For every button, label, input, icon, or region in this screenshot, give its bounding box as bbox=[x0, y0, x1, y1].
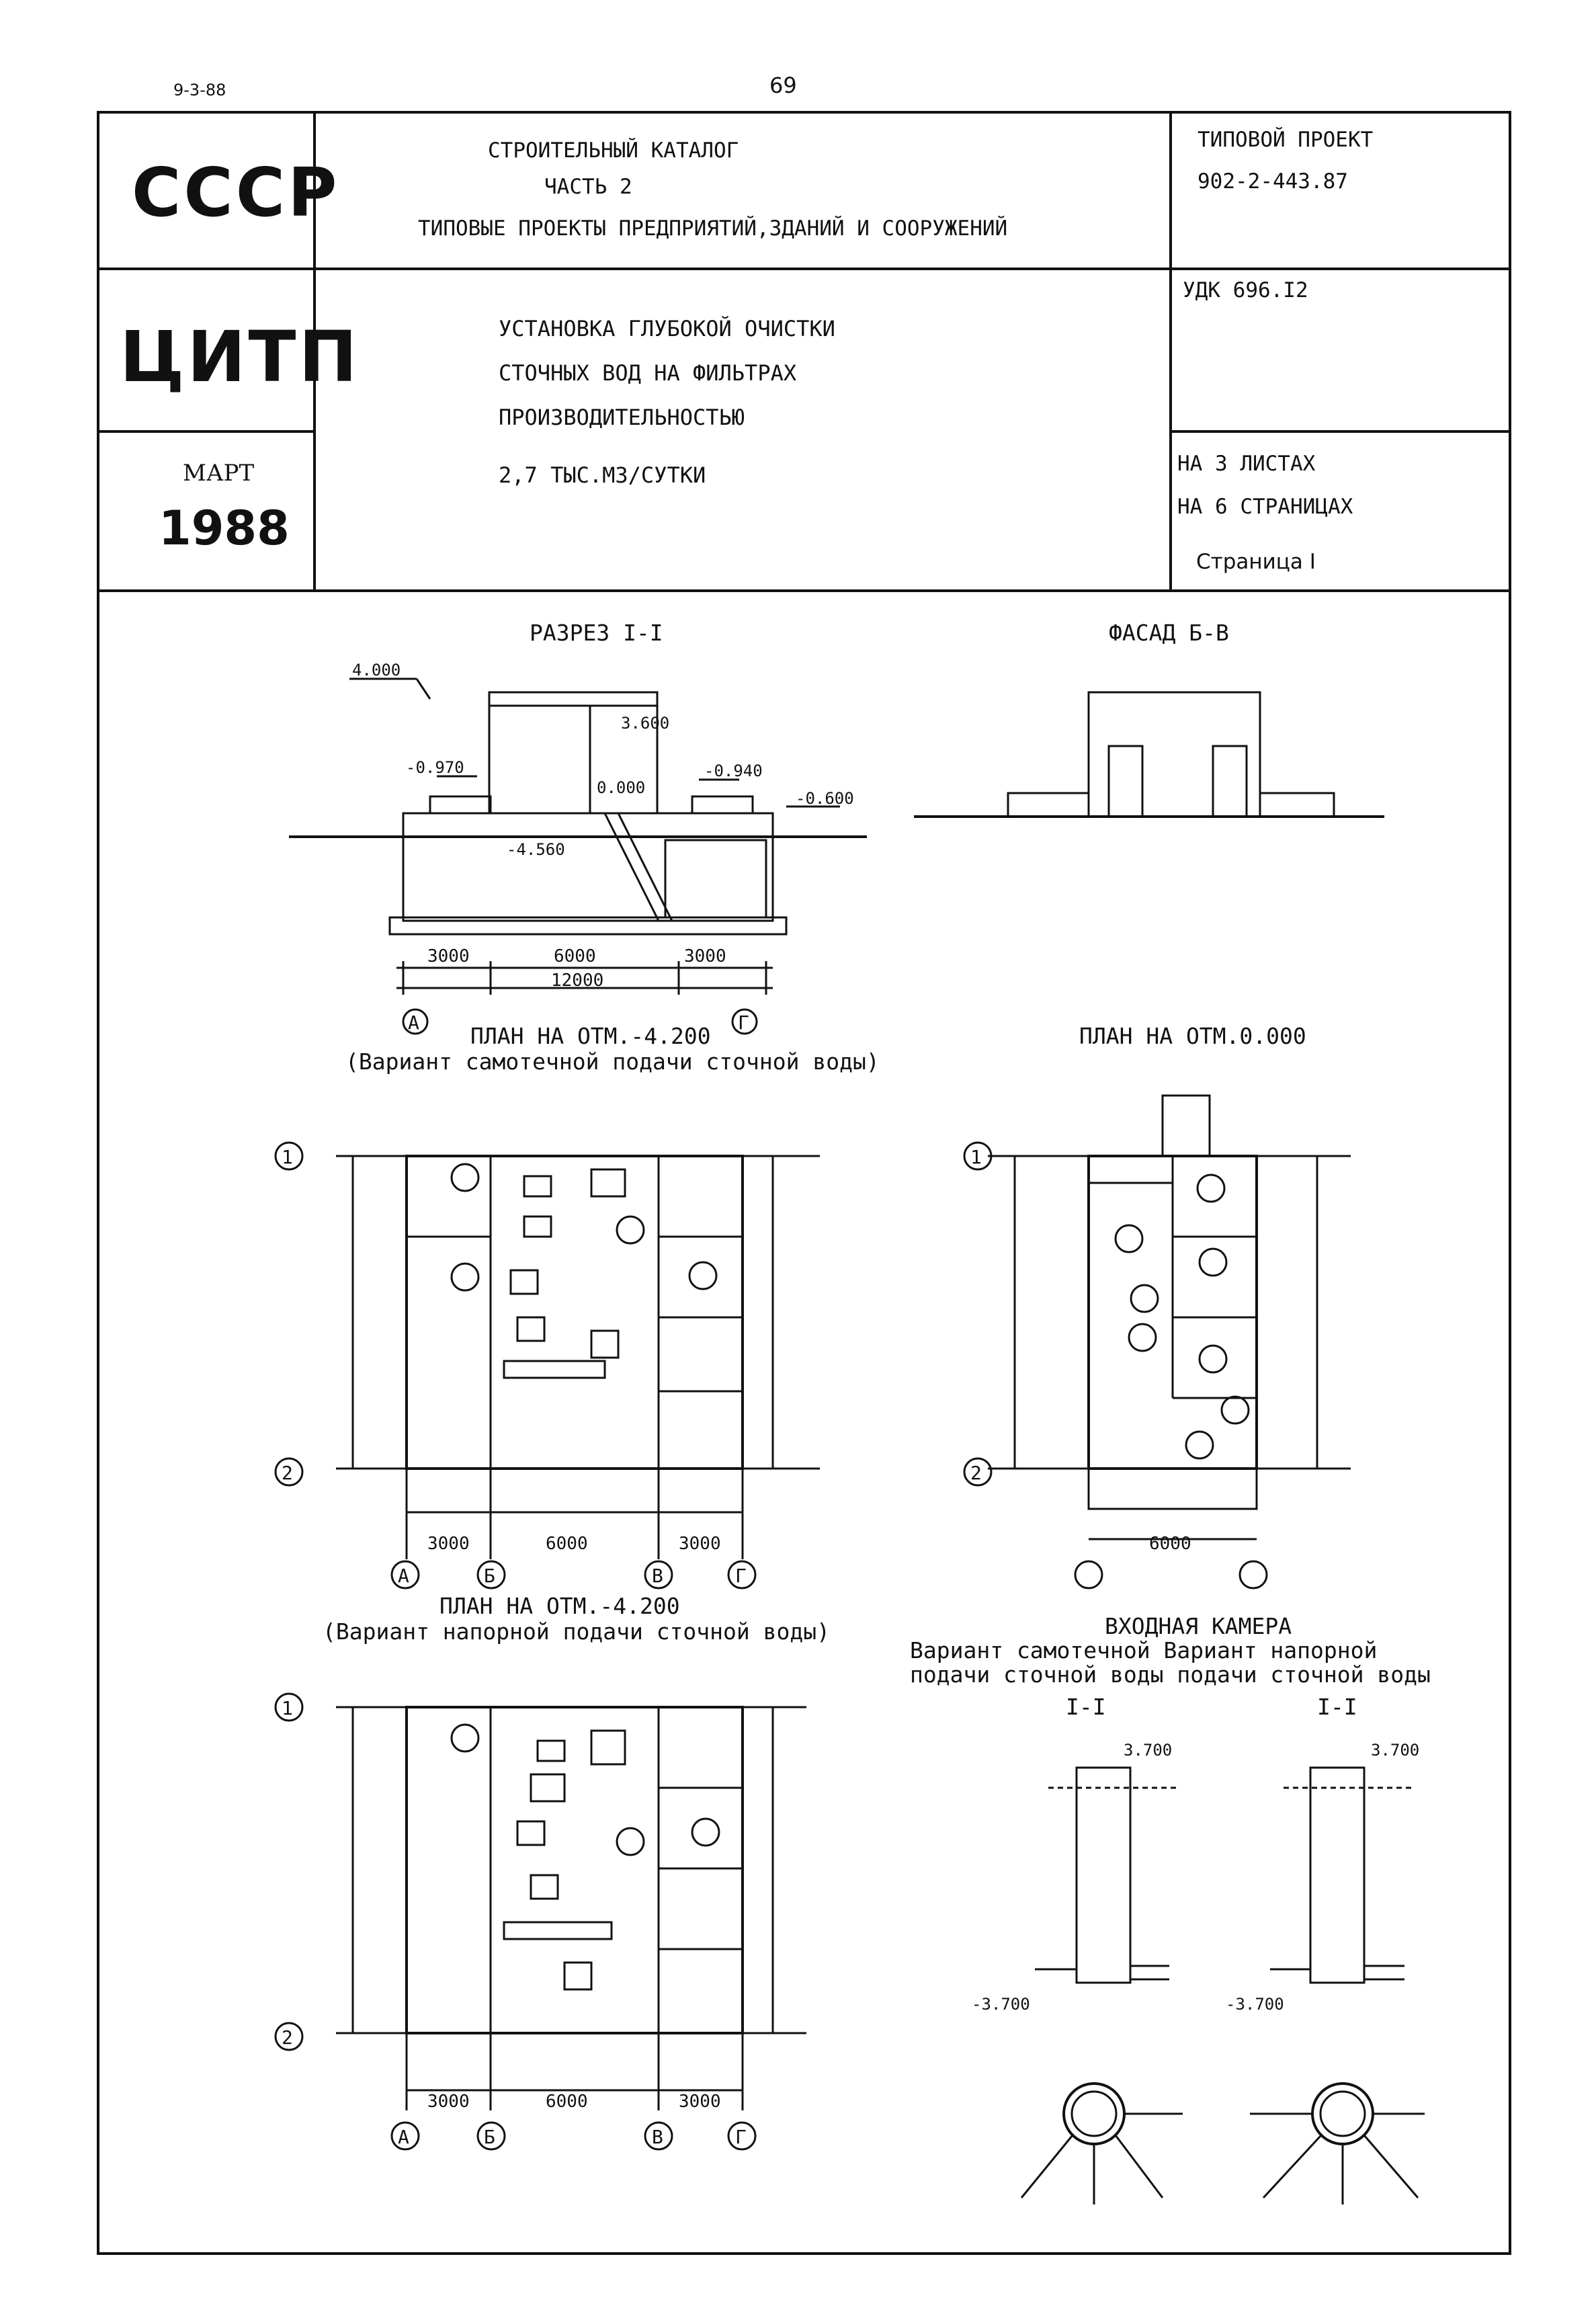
svg-text:6000: 6000 bbox=[546, 2092, 588, 2112]
project-label: ТИПОВОЙ ПРОЕКТ bbox=[1198, 128, 1374, 152]
facade-title: ФАСАД Б-В bbox=[1109, 620, 1229, 646]
svg-text:0.000: 0.000 bbox=[597, 778, 645, 797]
project-number: 902-2-443.87 bbox=[1198, 169, 1348, 194]
issue-year: 1988 bbox=[159, 501, 290, 556]
svg-text:2: 2 bbox=[282, 2026, 293, 2049]
svg-text:1: 1 bbox=[282, 1697, 293, 1719]
plan2-title: ПЛАН НА ОТМ.0.000 bbox=[1079, 1023, 1306, 1049]
svg-text:3.700: 3.700 bbox=[1371, 1741, 1419, 1760]
catalog-line-3: ТИПОВЫЕ ПРОЕКТЫ ПРЕДПРИЯТИЙ,ЗДАНИЙ И СОО… bbox=[418, 216, 1008, 241]
svg-text:3000: 3000 bbox=[427, 2092, 470, 2112]
svg-text:3.700: 3.700 bbox=[1124, 1741, 1172, 1760]
chamber-title: ВХОДНАЯ КАМЕРА bbox=[1105, 1613, 1292, 1639]
plan1-title: ПЛАН НА ОТМ.-4.200 bbox=[470, 1023, 711, 1049]
org-citp: ЦИТП bbox=[120, 316, 360, 398]
header-divider-right bbox=[1169, 111, 1172, 592]
header-row-line-1 bbox=[97, 267, 1511, 270]
issue-month: МАРТ bbox=[183, 460, 255, 487]
svg-text:1: 1 bbox=[282, 1146, 293, 1168]
svg-text:4.000: 4.000 bbox=[352, 661, 401, 679]
svg-text:6000: 6000 bbox=[1149, 1534, 1191, 1554]
svg-text:А: А bbox=[408, 1012, 419, 1034]
svg-text:3000: 3000 bbox=[427, 946, 470, 966]
svg-text:-0.970: -0.970 bbox=[406, 758, 464, 777]
title-line-4: 2,7 ТЫС.М3/СУТКИ bbox=[499, 462, 706, 488]
svg-text:1: 1 bbox=[970, 1146, 982, 1168]
svg-text:3000: 3000 bbox=[684, 946, 726, 966]
svg-text:-4.560: -4.560 bbox=[507, 840, 565, 859]
svg-text:2: 2 bbox=[970, 1462, 982, 1484]
svg-text:-0.600: -0.600 bbox=[796, 789, 854, 808]
svg-text:-3.700: -3.700 bbox=[1226, 1995, 1284, 2014]
org-ussr: СССР bbox=[132, 153, 340, 232]
svg-text:-3.700: -3.700 bbox=[972, 1995, 1030, 2014]
pages-count: НА 6 СТРАНИЦАХ bbox=[1177, 495, 1353, 519]
catalog-line-1: СТРОИТЕЛЬНЫЙ КАТАЛОГ bbox=[488, 138, 739, 163]
title-line-2: СТОЧНЫХ ВОД НА ФИЛЬТРАХ bbox=[499, 360, 797, 386]
svg-text:А: А bbox=[398, 2126, 409, 2148]
page-number: 69 bbox=[769, 73, 797, 98]
svg-text:3000: 3000 bbox=[679, 2092, 721, 2112]
svg-text:3000: 3000 bbox=[427, 1534, 470, 1554]
svg-text:-0.940: -0.940 bbox=[704, 761, 763, 780]
svg-text:В: В bbox=[652, 1565, 663, 1587]
svg-text:Г: Г bbox=[735, 1565, 747, 1587]
svg-text:6000: 6000 bbox=[546, 1534, 588, 1554]
svg-text:В: В bbox=[652, 2126, 663, 2148]
plan3-subtitle: (Вариант напорной подачи сточной воды) bbox=[323, 1618, 830, 1645]
page-label: Страница I bbox=[1196, 550, 1316, 574]
document-code: 9-3-88 bbox=[173, 81, 226, 99]
svg-text:Б: Б bbox=[484, 1565, 495, 1587]
catalog-line-2: ЧАСТЬ 2 bbox=[544, 175, 632, 199]
plan1-drawing: 1 2 А Б В Г 3000 6000 3000 bbox=[274, 1141, 820, 1590]
outer-frame bbox=[97, 111, 1511, 2255]
svg-text:3000: 3000 bbox=[679, 1534, 721, 1554]
udk-code: УДК 696.I2 bbox=[1183, 278, 1308, 302]
svg-text:А: А bbox=[398, 1565, 409, 1587]
plan3-drawing: 1 2 А Б В Г 3000 6000 3000 bbox=[274, 1692, 806, 2151]
sheets-count: НА 3 ЛИСТАХ bbox=[1177, 452, 1316, 476]
svg-text:3.600: 3.600 bbox=[621, 714, 669, 733]
plan1-subtitle: (Вариант самотечной подачи сточной воды) bbox=[345, 1048, 880, 1075]
plan3-title: ПЛАН НА ОТМ.-4.200 bbox=[439, 1593, 680, 1619]
svg-text:Г: Г bbox=[738, 1012, 749, 1034]
section-drawing: А Г 3000 6000 3000 12000 4.000 -0.970 0.… bbox=[289, 661, 867, 1035]
header-row-line-2 bbox=[97, 430, 316, 433]
chamber-section-a: I-I bbox=[1066, 1694, 1106, 1720]
title-line-3: ПРОИЗВОДИТЕЛЬНОСТЬЮ bbox=[499, 405, 745, 430]
svg-text:12000: 12000 bbox=[551, 971, 603, 991]
chamber-variant-line-1: Вариант самотечной Вариант напорной bbox=[910, 1637, 1378, 1663]
svg-text:2: 2 bbox=[282, 1462, 293, 1484]
section-title: РАЗРЕЗ I-I bbox=[530, 620, 663, 646]
title-line-1: УСТАНОВКА ГЛУБОКОЙ ОЧИСТКИ bbox=[499, 316, 835, 341]
chamber-section-b: I-I bbox=[1317, 1694, 1357, 1720]
header-row-line-3 bbox=[1169, 430, 1511, 433]
header-divider-left bbox=[313, 111, 316, 592]
plan2-drawing: 1 2 6000 bbox=[963, 1094, 1351, 1590]
chamber-variant-line-2: подачи сточной воды подачи сточной воды bbox=[910, 1661, 1431, 1688]
facade-drawing bbox=[914, 691, 1384, 818]
chamber-drawing: 3.700 3.700 -3.700 -3.700 bbox=[972, 1741, 1425, 2204]
header-bottom-line bbox=[97, 589, 1511, 592]
svg-text:6000: 6000 bbox=[554, 946, 596, 966]
svg-text:Г: Г bbox=[735, 2126, 747, 2148]
svg-text:Б: Б bbox=[484, 2126, 495, 2148]
